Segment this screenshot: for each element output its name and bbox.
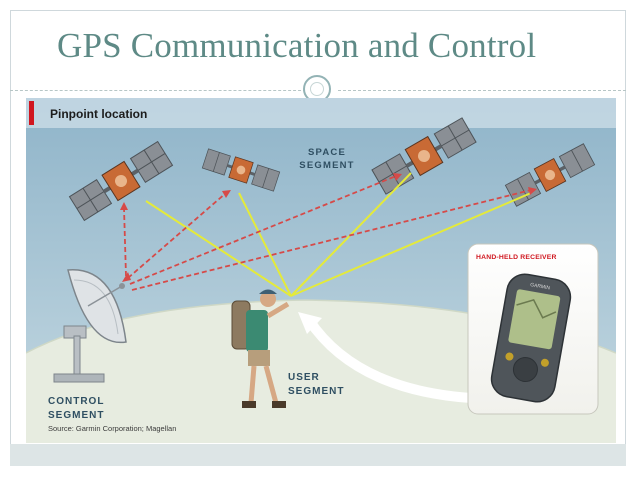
gps-figure: GARMIN Pinpoint location SPACE SEGMENT U… [26, 98, 616, 443]
satellite-icon [371, 117, 477, 195]
gps-device-icon: GARMIN [490, 273, 572, 403]
receiver-label: HAND-HELD RECEIVER [476, 254, 557, 261]
figure-title: Pinpoint location [50, 107, 148, 121]
title-divider-right [338, 90, 626, 91]
title-divider-left [10, 90, 306, 91]
control-segment-line1: CONTROL [48, 396, 105, 407]
user-segment-label: USER SEGMENT [288, 371, 344, 399]
gps-illustration: GARMIN [26, 98, 616, 443]
slide-title: GPS Communication and Control [57, 26, 537, 65]
figure-title-accent [29, 101, 34, 125]
dish-antenna-icon [53, 269, 127, 383]
user-segment-line1: USER [288, 372, 320, 383]
space-segment-label: SPACE SEGMENT [292, 146, 362, 172]
satellite-icon [504, 143, 596, 207]
control-segment-label: CONTROL SEGMENT [48, 395, 104, 423]
user-segment-line2: SEGMENT [288, 386, 345, 397]
control-signal-arrowheads [120, 173, 537, 282]
hiker-icon [231, 289, 290, 408]
figure-title-strip [26, 98, 616, 128]
satellite-icon [68, 140, 174, 222]
curved-arrow-icon [304, 317, 472, 403]
curved-arrow-head [298, 312, 322, 334]
footer-bar [10, 444, 626, 466]
source-credit: Source: Garmin Corporation; Magellan [48, 424, 177, 433]
space-segment-line2: SEGMENT [299, 160, 355, 171]
control-signal-lines [123, 175, 532, 291]
space-segment-line1: SPACE [307, 147, 347, 158]
control-segment-line2: SEGMENT [48, 410, 105, 421]
satellite-icon [201, 148, 281, 192]
device-brand: GARMIN [530, 282, 551, 291]
